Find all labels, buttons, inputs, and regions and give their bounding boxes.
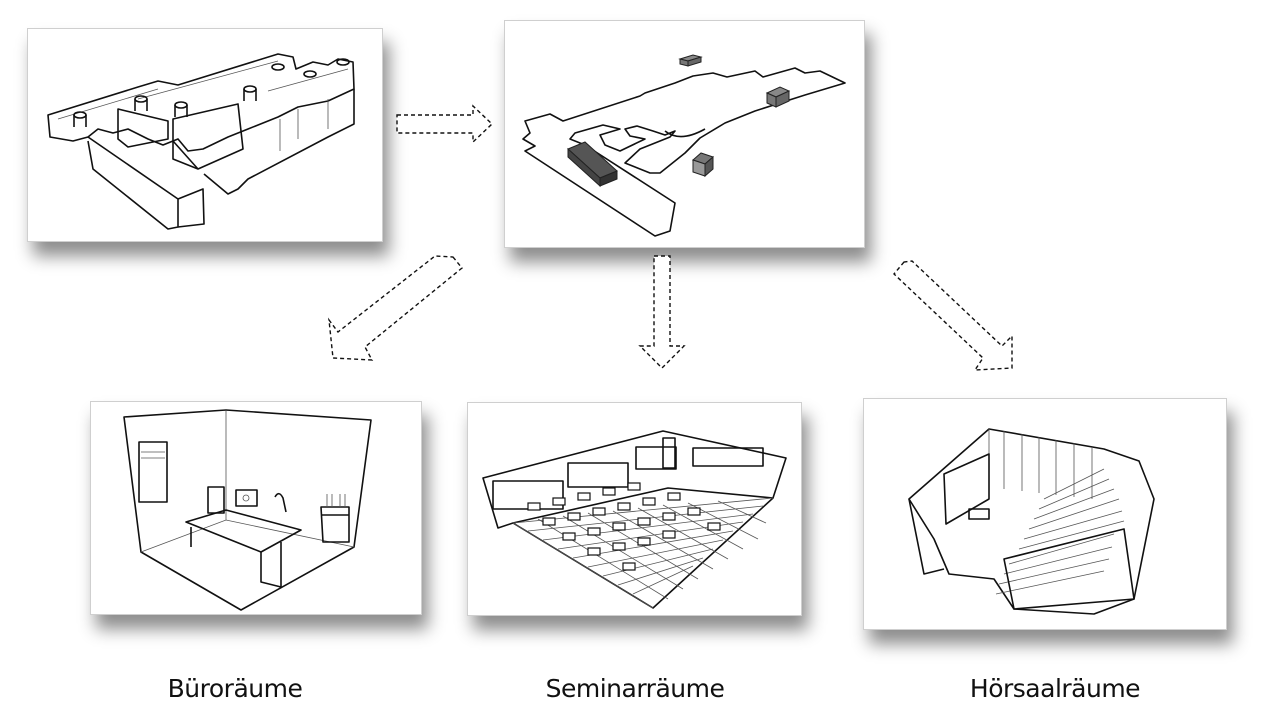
arrow-model-to-floorplan [396,104,494,144]
office-room-panel [90,401,422,615]
floor-plan-illustration [522,54,846,237]
floor-plan-panel [504,20,865,248]
label-seminar-rooms: Seminarräume [545,674,725,703]
office-room-illustration [123,409,372,611]
seminar-room-panel [467,402,802,616]
room-block-dark [567,141,618,188]
building-model-illustration [47,53,355,230]
label-office-rooms: Büroräume [167,674,303,703]
lecture-hall-illustration [908,428,1155,615]
lecture-hall-panel [863,398,1227,630]
room-block-small-top [678,54,703,67]
seminar-room-illustration [482,430,787,609]
label-lecture-halls: Hörsaalräume [969,674,1141,703]
room-block-right [765,86,791,108]
arrow-floorplan-to-lecture [893,260,1013,371]
arrow-floorplan-to-seminar [638,255,686,369]
building-model-panel [27,28,383,242]
room-block-mid [692,152,714,178]
arrow-floorplan-to-office [328,255,463,361]
